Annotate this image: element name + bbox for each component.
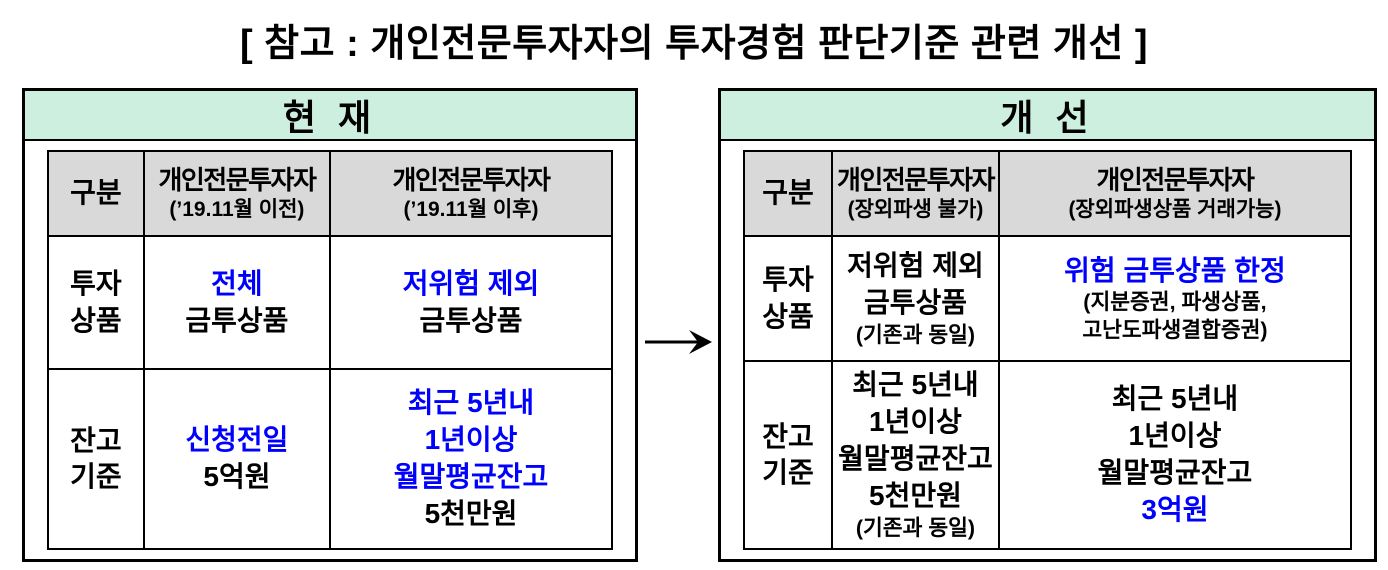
improved-header-nonotc-sub: (장외파생 불가) xyxy=(847,198,984,222)
current-header-before-sub: (’19.11월 이전) xyxy=(169,198,305,222)
current-balance-before-rest: 5억원 xyxy=(203,461,271,492)
current-product-label-line1: 투자 xyxy=(70,268,122,300)
improved-balance-label-line1: 잔고 xyxy=(762,420,814,452)
improved-balance-label-line2: 기준 xyxy=(762,457,814,488)
current-balance-after-cell: 최근 5년내 1년이상 월말평균잔고 5천만원 xyxy=(328,368,614,550)
current-balance-after-line1: 최근 5년내 xyxy=(407,387,535,419)
improved-product-label: 투자 상품 xyxy=(743,235,833,362)
improved-header-nonotc: 개인전문투자자 (장외파생 불가) xyxy=(831,150,1000,237)
current-balance-after-rest: 5천만원 xyxy=(424,497,518,529)
improved-balance-label: 잔고 기준 xyxy=(743,360,833,550)
improved-balance-otc-line3: 월말평균잔고 xyxy=(1097,457,1253,488)
current-header-row: 구분 개인전문투자자 (’19.11월 이전) 개인전문투자자 (’19.11월… xyxy=(47,150,614,237)
current-product-label-line2: 상품 xyxy=(70,304,122,336)
current-header-after: 개인전문투자자 (’19.11월 이후) xyxy=(328,150,614,237)
improved-balance-nonotc-line1: 최근 5년내 xyxy=(852,369,979,401)
transition-arrow-area xyxy=(638,88,718,562)
panel-improved-body: 구분 개인전문투자자 (장외파생 불가) 개인전문투자자 (장외파생상품 거래가… xyxy=(721,141,1374,550)
improved-header-otc-sub: (장외파생상품 거래가능) xyxy=(1068,198,1282,222)
current-header-category: 구분 xyxy=(47,150,145,237)
current-table: 구분 개인전문투자자 (’19.11월 이전) 개인전문투자자 (’19.11월… xyxy=(47,150,614,550)
current-header-after-sub: (’19.11월 이후) xyxy=(403,198,539,222)
current-product-after-highlight: 저위험 제외 xyxy=(402,267,540,299)
improved-balance-otc-line1: 최근 5년내 xyxy=(1111,383,1239,415)
improved-header-row: 구분 개인전문투자자 (장외파생 불가) 개인전문투자자 (장외파생상품 거래가… xyxy=(743,150,1353,237)
current-balance-after-line3: 월말평균잔고 xyxy=(393,461,549,492)
current-product-after-rest: 금투상품 xyxy=(419,304,523,336)
improved-product-otc-sub2: 고난도파생결합증권) xyxy=(1082,317,1268,342)
current-balance-label-line2: 기준 xyxy=(70,461,122,492)
current-product-before-cell: 전체 금투상품 xyxy=(142,235,331,370)
current-header-before: 개인전문투자자 (’19.11월 이전) xyxy=(142,150,331,237)
improved-balance-nonotc-line3: 월말평균잔고 xyxy=(838,443,993,475)
current-balance-label: 잔고 기준 xyxy=(47,368,145,550)
improved-header-category: 구분 xyxy=(743,150,833,237)
right-arrow-icon xyxy=(645,330,712,354)
panel-current-body: 구분 개인전문투자자 (’19.11월 이전) 개인전문투자자 (’19.11월… xyxy=(25,141,635,550)
improved-header-otc: 개인전문투자자 (장외파생상품 거래가능) xyxy=(997,150,1353,237)
improved-balance-otc-highlight: 3억원 xyxy=(1141,493,1209,525)
page-title: [ 참고 : 개인전문투자자의 투자경험 판단기준 관련 개선 ] xyxy=(239,23,1149,65)
improved-balance-nonotc-cell: 최근 5년내 1년이상 월말평균잔고 5천만원 (기존과 동일) xyxy=(831,360,1000,550)
current-header-before-title: 개인전문투자자 xyxy=(158,164,316,195)
improved-balance-nonotc-line2: 1년이상 xyxy=(869,406,962,438)
current-product-before-rest: 금투상품 xyxy=(185,304,289,336)
improved-header-nonotc-title: 개인전문투자자 xyxy=(836,164,995,195)
improved-product-nonotc-cell: 저위험 제외 금투상품 (기존과 동일) xyxy=(831,235,1000,362)
current-balance-before-cell: 신청전일 5억원 xyxy=(142,368,331,550)
current-balance-before-highlight: 신청전일 xyxy=(185,424,289,456)
current-product-before-highlight: 전체 xyxy=(211,267,263,299)
comparison-area: 현 재 구분 개인전문투자자 (’19.11월 이전) 개인전문투자자 (’19… xyxy=(22,88,1388,562)
current-header-after-title: 개인전문투자자 xyxy=(392,164,551,195)
current-product-after-cell: 저위험 제외 금투상품 xyxy=(328,235,614,370)
improved-product-label-line1: 투자 xyxy=(762,264,814,296)
improved-table: 구분 개인전문투자자 (장외파생 불가) 개인전문투자자 (장외파생상품 거래가… xyxy=(743,150,1353,550)
improved-balance-nonotc-note: (기존과 동일) xyxy=(855,516,976,541)
current-balance-label-line1: 잔고 xyxy=(70,424,122,456)
improved-product-otc-highlight: 위험 금투상품 한정 xyxy=(1064,254,1286,286)
current-header-category-label: 구분 xyxy=(70,177,122,209)
improved-header-category-label: 구분 xyxy=(762,177,814,209)
panel-current-title: 현 재 xyxy=(25,91,635,141)
improved-row-product: 투자 상품 저위험 제외 금투상품 (기존과 동일) 위험 금투상품 한정 (지… xyxy=(743,235,1353,362)
improved-row-balance: 잔고 기준 최근 5년내 1년이상 월말평균잔고 5천만원 (기존과 동일) 최… xyxy=(743,360,1353,550)
improved-balance-otc-line2: 1년이상 xyxy=(1128,420,1222,452)
panel-improved-title: 개 선 xyxy=(721,91,1374,141)
panel-current: 현 재 구분 개인전문투자자 (’19.11월 이전) 개인전문투자자 (’19… xyxy=(22,88,638,562)
current-balance-after-line2: 1년이상 xyxy=(424,424,518,456)
improved-product-otc-cell: 위험 금투상품 한정 (지분증권, 파생상품, 고난도파생결합증권) xyxy=(997,235,1353,362)
current-row-product: 투자 상품 전체 금투상품 저위험 제외 금투상품 xyxy=(47,235,614,370)
improved-balance-otc-cell: 최근 5년내 1년이상 월말평균잔고 3억원 xyxy=(997,360,1353,550)
improved-product-otc-sub1: (지분증권, 파생상품, xyxy=(1083,290,1267,315)
panel-improved: 개 선 구분 개인전문투자자 (장외파생 불가) 개인전문투자자 (장외파생상품… xyxy=(718,88,1377,562)
improved-product-label-line2: 상품 xyxy=(762,300,814,332)
improved-product-nonotc-note: (기존과 동일) xyxy=(855,322,976,347)
improved-balance-nonotc-line4: 5천만원 xyxy=(869,480,962,512)
improved-product-nonotc-line1: 저위험 제외 xyxy=(847,249,984,281)
current-product-label: 투자 상품 xyxy=(47,235,145,370)
current-row-balance: 잔고 기준 신청전일 5억원 최근 5년내 1년이상 월말평균잔고 5천만원 xyxy=(47,368,614,550)
improved-product-nonotc-line2: 금투상품 xyxy=(863,286,967,318)
improved-header-otc-title: 개인전문투자자 xyxy=(1096,164,1254,195)
